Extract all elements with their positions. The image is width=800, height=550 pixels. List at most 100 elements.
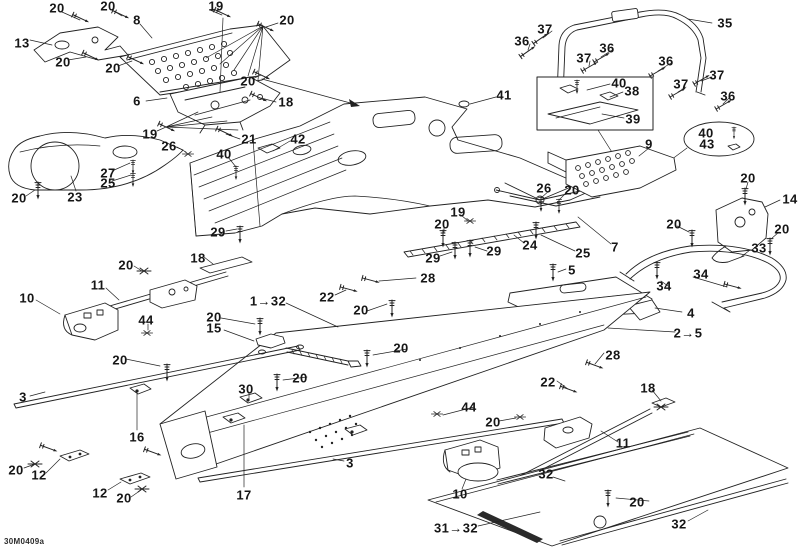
part-callout-4: 4 (687, 305, 695, 321)
part-callout-25: 25 (100, 175, 116, 191)
part-callout-41: 41 (496, 87, 512, 103)
part-callout-35: 35 (717, 15, 733, 31)
part-callout-32: 32 (671, 516, 687, 532)
part-callout-20: 20 (240, 73, 256, 89)
part-callout-9: 9 (645, 136, 653, 152)
part-15-bracket (255, 333, 362, 368)
part-callout-19: 19 (142, 126, 158, 142)
part-callout-20: 20 (292, 370, 308, 386)
part-9-plate (547, 145, 677, 198)
part-callout-18: 18 (190, 250, 206, 266)
drawing-code: 30M0409a (4, 537, 45, 546)
part-callout-31-32: 31→32 (434, 520, 478, 536)
part-31-32-sheet (427, 427, 789, 547)
part-callout-20: 20 (666, 216, 682, 232)
part-callout-10: 10 (452, 486, 468, 502)
part-callout-37: 37 (576, 50, 592, 66)
part-callout-40: 40 (216, 146, 232, 162)
part-callout-20: 20 (629, 494, 645, 510)
part-callout-32: 32 (538, 466, 554, 482)
part-callout-25: 25 (575, 245, 591, 261)
part-callout-12: 12 (92, 485, 108, 501)
part-callout-34: 34 (693, 266, 709, 282)
part-callout-28: 28 (420, 270, 436, 286)
part-callout-27: 27 (100, 165, 116, 181)
part-18-rail (199, 256, 253, 274)
part-callout-34: 34 (656, 278, 672, 294)
part-callout-37: 37 (537, 21, 553, 37)
part-10-left (63, 302, 119, 341)
part-23-panel (8, 131, 184, 191)
part-main-frame (189, 96, 589, 237)
part-callout-40: 40 (698, 125, 714, 141)
part-callout-37: 37 (709, 67, 725, 83)
part-callout-20: 20 (118, 257, 134, 273)
part-6-bracket (165, 76, 281, 134)
part-13-bracket (33, 26, 129, 63)
part-callout-3: 3 (346, 455, 354, 471)
part-callout-10: 10 (19, 290, 35, 306)
part-callout-36: 36 (658, 53, 674, 69)
part-callout-44: 44 (138, 312, 154, 328)
part-callout-20: 20 (100, 0, 116, 14)
part-callout-26: 26 (536, 180, 552, 196)
part-callout-29: 29 (210, 224, 226, 240)
part-callout-16: 16 (129, 429, 145, 445)
part-callout-1-32: 1→32 (249, 293, 287, 309)
part-callout-39: 39 (625, 111, 641, 127)
part-callout-42: 42 (290, 131, 306, 147)
part-callout-20: 20 (55, 54, 71, 70)
part-callout-26: 26 (161, 138, 177, 154)
part-callout-18: 18 (640, 380, 656, 396)
part-callout-37: 37 (673, 76, 689, 92)
part-callout-18: 18 (278, 94, 294, 110)
part-callout-15: 15 (206, 320, 222, 336)
part-callout-36: 36 (514, 33, 530, 49)
part-callout-6: 6 (133, 93, 141, 109)
part-callout-20: 20 (774, 221, 790, 237)
part-callout-2-5: 2→5 (673, 325, 703, 341)
part-callout-8: 8 (133, 12, 141, 28)
part-callout-40: 40 (611, 75, 627, 91)
part-callout-44: 44 (461, 399, 477, 415)
part-callout-14: 14 (782, 191, 798, 207)
part-callout-7: 7 (611, 239, 619, 255)
part-callout-11: 11 (90, 277, 106, 293)
part-callout-20: 20 (393, 340, 409, 356)
part-callout-20: 20 (434, 216, 450, 232)
part-callout-36: 36 (720, 88, 736, 104)
part-11-rail-right (507, 408, 653, 487)
leader-lines (23, 9, 781, 527)
part-callout-29: 29 (425, 250, 441, 266)
part-callout-20: 20 (564, 182, 580, 198)
part-11-rail-left (95, 271, 229, 315)
part-callout-23: 23 (67, 189, 83, 205)
part-callout-24: 24 (522, 237, 538, 253)
part-10-right (442, 439, 501, 482)
part-callout-30: 30 (238, 381, 254, 397)
part-callout-20: 20 (105, 60, 121, 76)
part-callout-28: 28 (605, 347, 621, 363)
part-38-39-detail-box (536, 76, 654, 158)
part-callout-20: 20 (116, 490, 132, 506)
part-12-links (59, 449, 151, 485)
part-callout-12: 12 (31, 467, 47, 483)
part-callout-20: 20 (353, 302, 369, 318)
part-callout-20: 20 (206, 309, 222, 325)
part-callout-11: 11 (615, 435, 631, 451)
part-callout-20: 20 (11, 190, 27, 206)
part-callout-20: 20 (279, 12, 295, 28)
part-callout-20: 20 (485, 414, 501, 430)
part-callout-38: 38 (624, 83, 640, 99)
part-callout-20: 20 (8, 462, 24, 478)
part-callout-20: 20 (740, 170, 756, 186)
part-33-handle (619, 244, 787, 313)
part-callout-36: 36 (599, 40, 615, 56)
part-3-rails (13, 345, 565, 483)
part-callout-33: 33 (751, 240, 767, 256)
part-30-clips (129, 383, 368, 436)
part-callout-22: 22 (540, 374, 556, 390)
part-callout-29: 29 (486, 243, 502, 259)
